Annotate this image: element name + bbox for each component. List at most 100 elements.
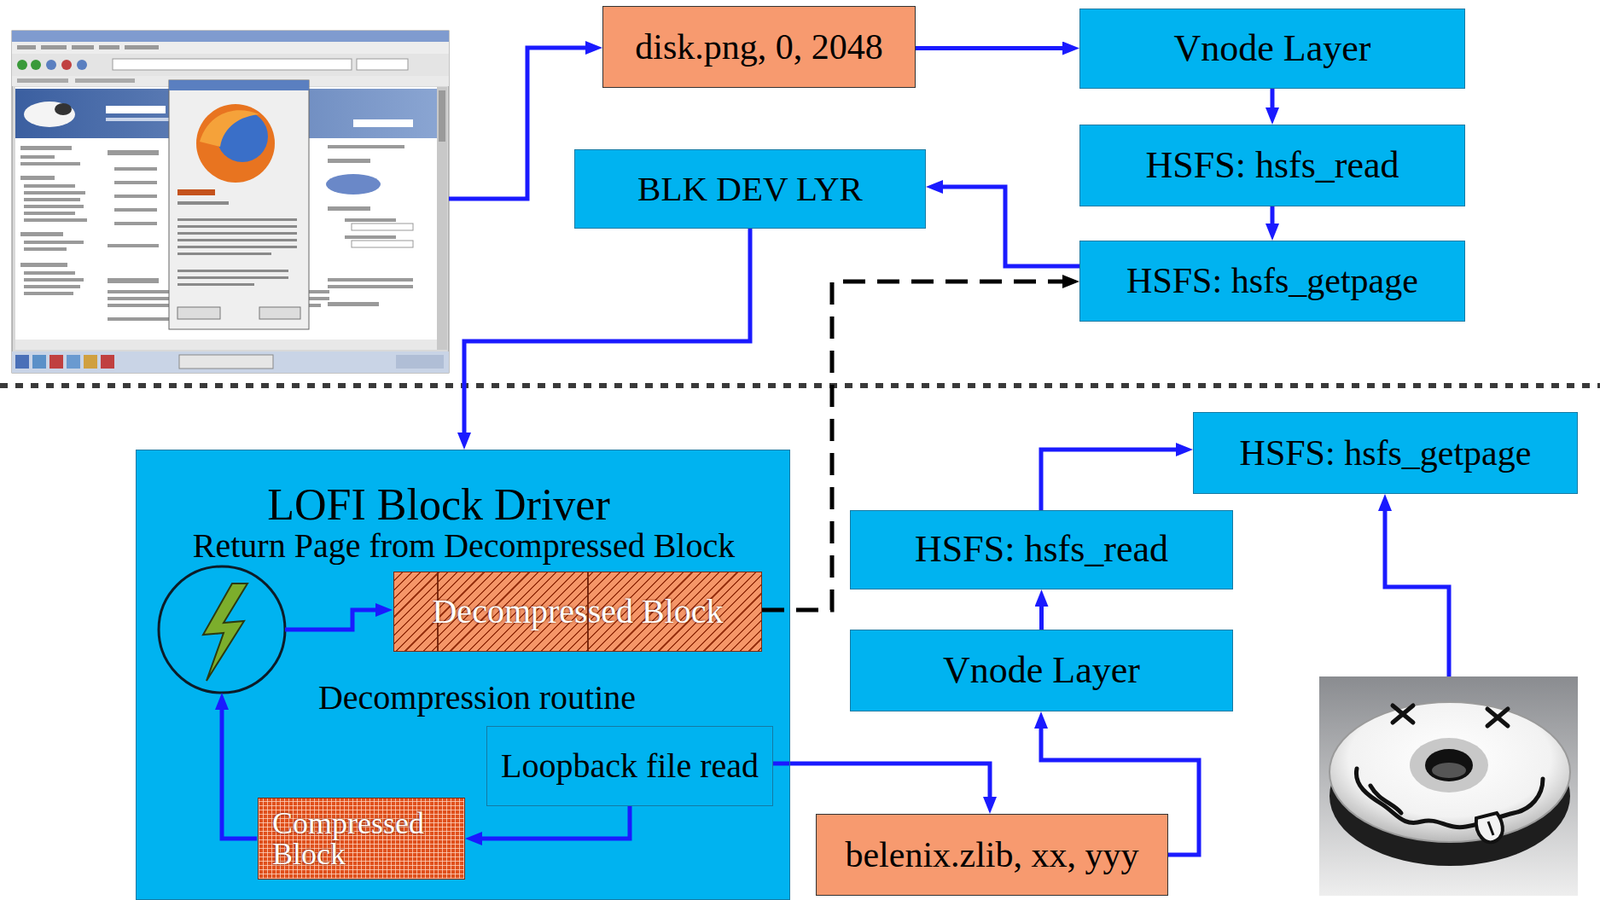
disk-picture [1392, 705, 1414, 723]
browser-screenshot [177, 276, 289, 280]
disk-picture [1392, 705, 1414, 723]
flow-arrow [915, 46, 1068, 51]
browser-screenshot [11, 351, 449, 373]
browser-screenshot [177, 252, 272, 256]
flow-wire [221, 704, 257, 839]
disk-picture [1355, 705, 1543, 828]
driver-box: LOFI Block DriverReturn Page from Decomp… [135, 449, 791, 900]
routine-label: Decompression routine [316, 679, 638, 717]
browser-screenshot [20, 145, 72, 151]
browser-screenshot [327, 285, 414, 289]
node-label: disk.png, 0, 2048 [634, 27, 884, 67]
browser-screenshot [11, 30, 449, 373]
process-box: HSFS: hsfs_getpage [1192, 412, 1578, 495]
browser-screenshot [177, 283, 255, 286]
browser-screenshot [344, 218, 396, 222]
disk-picture [1425, 749, 1473, 782]
disk-picture [1487, 709, 1508, 727]
node-label: LOFI Block Driver [136, 480, 741, 530]
disk-picture [1319, 676, 1578, 896]
flow-arrow [1270, 88, 1275, 113]
node-label: BLK DEV LYR [637, 169, 863, 209]
node-subtitle: Return Page from Decompressed Block [136, 527, 792, 565]
browser-screenshot [344, 235, 396, 239]
browser-screenshot [177, 307, 221, 320]
process-box: HSFS: hsfs_getpage [1079, 240, 1466, 322]
browser-screenshot [66, 354, 81, 369]
node-label: HSFS: hsfs_read [914, 529, 1169, 571]
browser-screenshot [199, 110, 260, 147]
browser-screenshot [259, 307, 301, 320]
browser-screenshot [351, 223, 414, 231]
browser-screenshot [20, 175, 55, 181]
node-label: HSFS: hsfs_getpage [1239, 433, 1532, 473]
browser-screenshot [23, 204, 84, 209]
browser-screenshot [327, 206, 371, 211]
disk-picture [1431, 762, 1467, 779]
browser-screenshot [20, 162, 81, 166]
browser-screenshot [179, 354, 274, 369]
browser-screenshot [11, 41, 449, 54]
node-label: Loopback file read [500, 747, 759, 786]
browser-screenshot [61, 59, 72, 70]
browser-screenshot [98, 45, 120, 50]
browser-screenshot [168, 80, 309, 91]
disk-picture [1476, 813, 1503, 843]
browser-screenshot [17, 45, 36, 50]
browser-screenshot [17, 78, 69, 83]
browser-screenshot [15, 354, 30, 369]
disk-picture [1370, 785, 1402, 814]
browser-screenshot [438, 90, 446, 142]
browser-screenshot [75, 78, 135, 83]
browser-screenshot [114, 208, 158, 212]
browser-screenshot [327, 158, 371, 163]
node-label: Decompressed Block [431, 593, 723, 631]
browser-screenshot [356, 58, 408, 70]
node-label: Vnode Layer [942, 650, 1141, 692]
disk-picture [1319, 676, 1578, 896]
process-box: Loopback file read [486, 726, 774, 807]
browser-screenshot [327, 278, 414, 282]
browser-screenshot [351, 240, 414, 248]
data-block: Compressed Block [257, 797, 466, 880]
browser-screenshot [177, 201, 229, 205]
browser-screenshot [177, 189, 297, 286]
browser-screenshot [177, 225, 297, 228]
browser-screenshot [177, 245, 297, 249]
process-box: Vnode Layer [1079, 8, 1466, 89]
disk-picture [1329, 702, 1571, 843]
browser-screenshot [71, 45, 94, 50]
node-label: belenix.zlib, xx, yyy [844, 835, 1139, 875]
browser-screenshot [23, 285, 81, 289]
browser-screenshot [112, 58, 352, 70]
request-box: belenix.zlib, xx, yyy [815, 814, 1169, 896]
browser-screenshot [20, 232, 64, 237]
browser-screenshot [20, 262, 68, 268]
browser-screenshot [23, 184, 76, 188]
browser-screenshot [23, 278, 84, 282]
flow-arrow [1039, 601, 1044, 630]
browser-screenshot [15, 339, 437, 350]
browser-screenshot [23, 240, 84, 245]
browser-screenshot [30, 59, 41, 70]
flow-wire [448, 47, 591, 199]
browser-screenshot [107, 150, 159, 156]
browser-screenshot [124, 45, 159, 50]
browser-screenshot [23, 291, 74, 296]
browser-screenshot [11, 30, 449, 373]
browser-screenshot [353, 119, 414, 128]
disk-picture [1409, 738, 1489, 793]
flow-arrow [464, 228, 751, 438]
flow-wire [285, 610, 381, 630]
browser-screenshot [177, 238, 297, 242]
browser-screenshot [105, 105, 166, 114]
browser-screenshot [327, 145, 405, 149]
request-box: disk.png, 0, 2048 [602, 5, 916, 88]
flow-arrow [1041, 449, 1182, 511]
browser-screenshot [20, 155, 55, 159]
node-label: Compressed Block [258, 808, 465, 870]
browser-screenshot [196, 104, 275, 183]
decompression-symbol [158, 566, 286, 693]
